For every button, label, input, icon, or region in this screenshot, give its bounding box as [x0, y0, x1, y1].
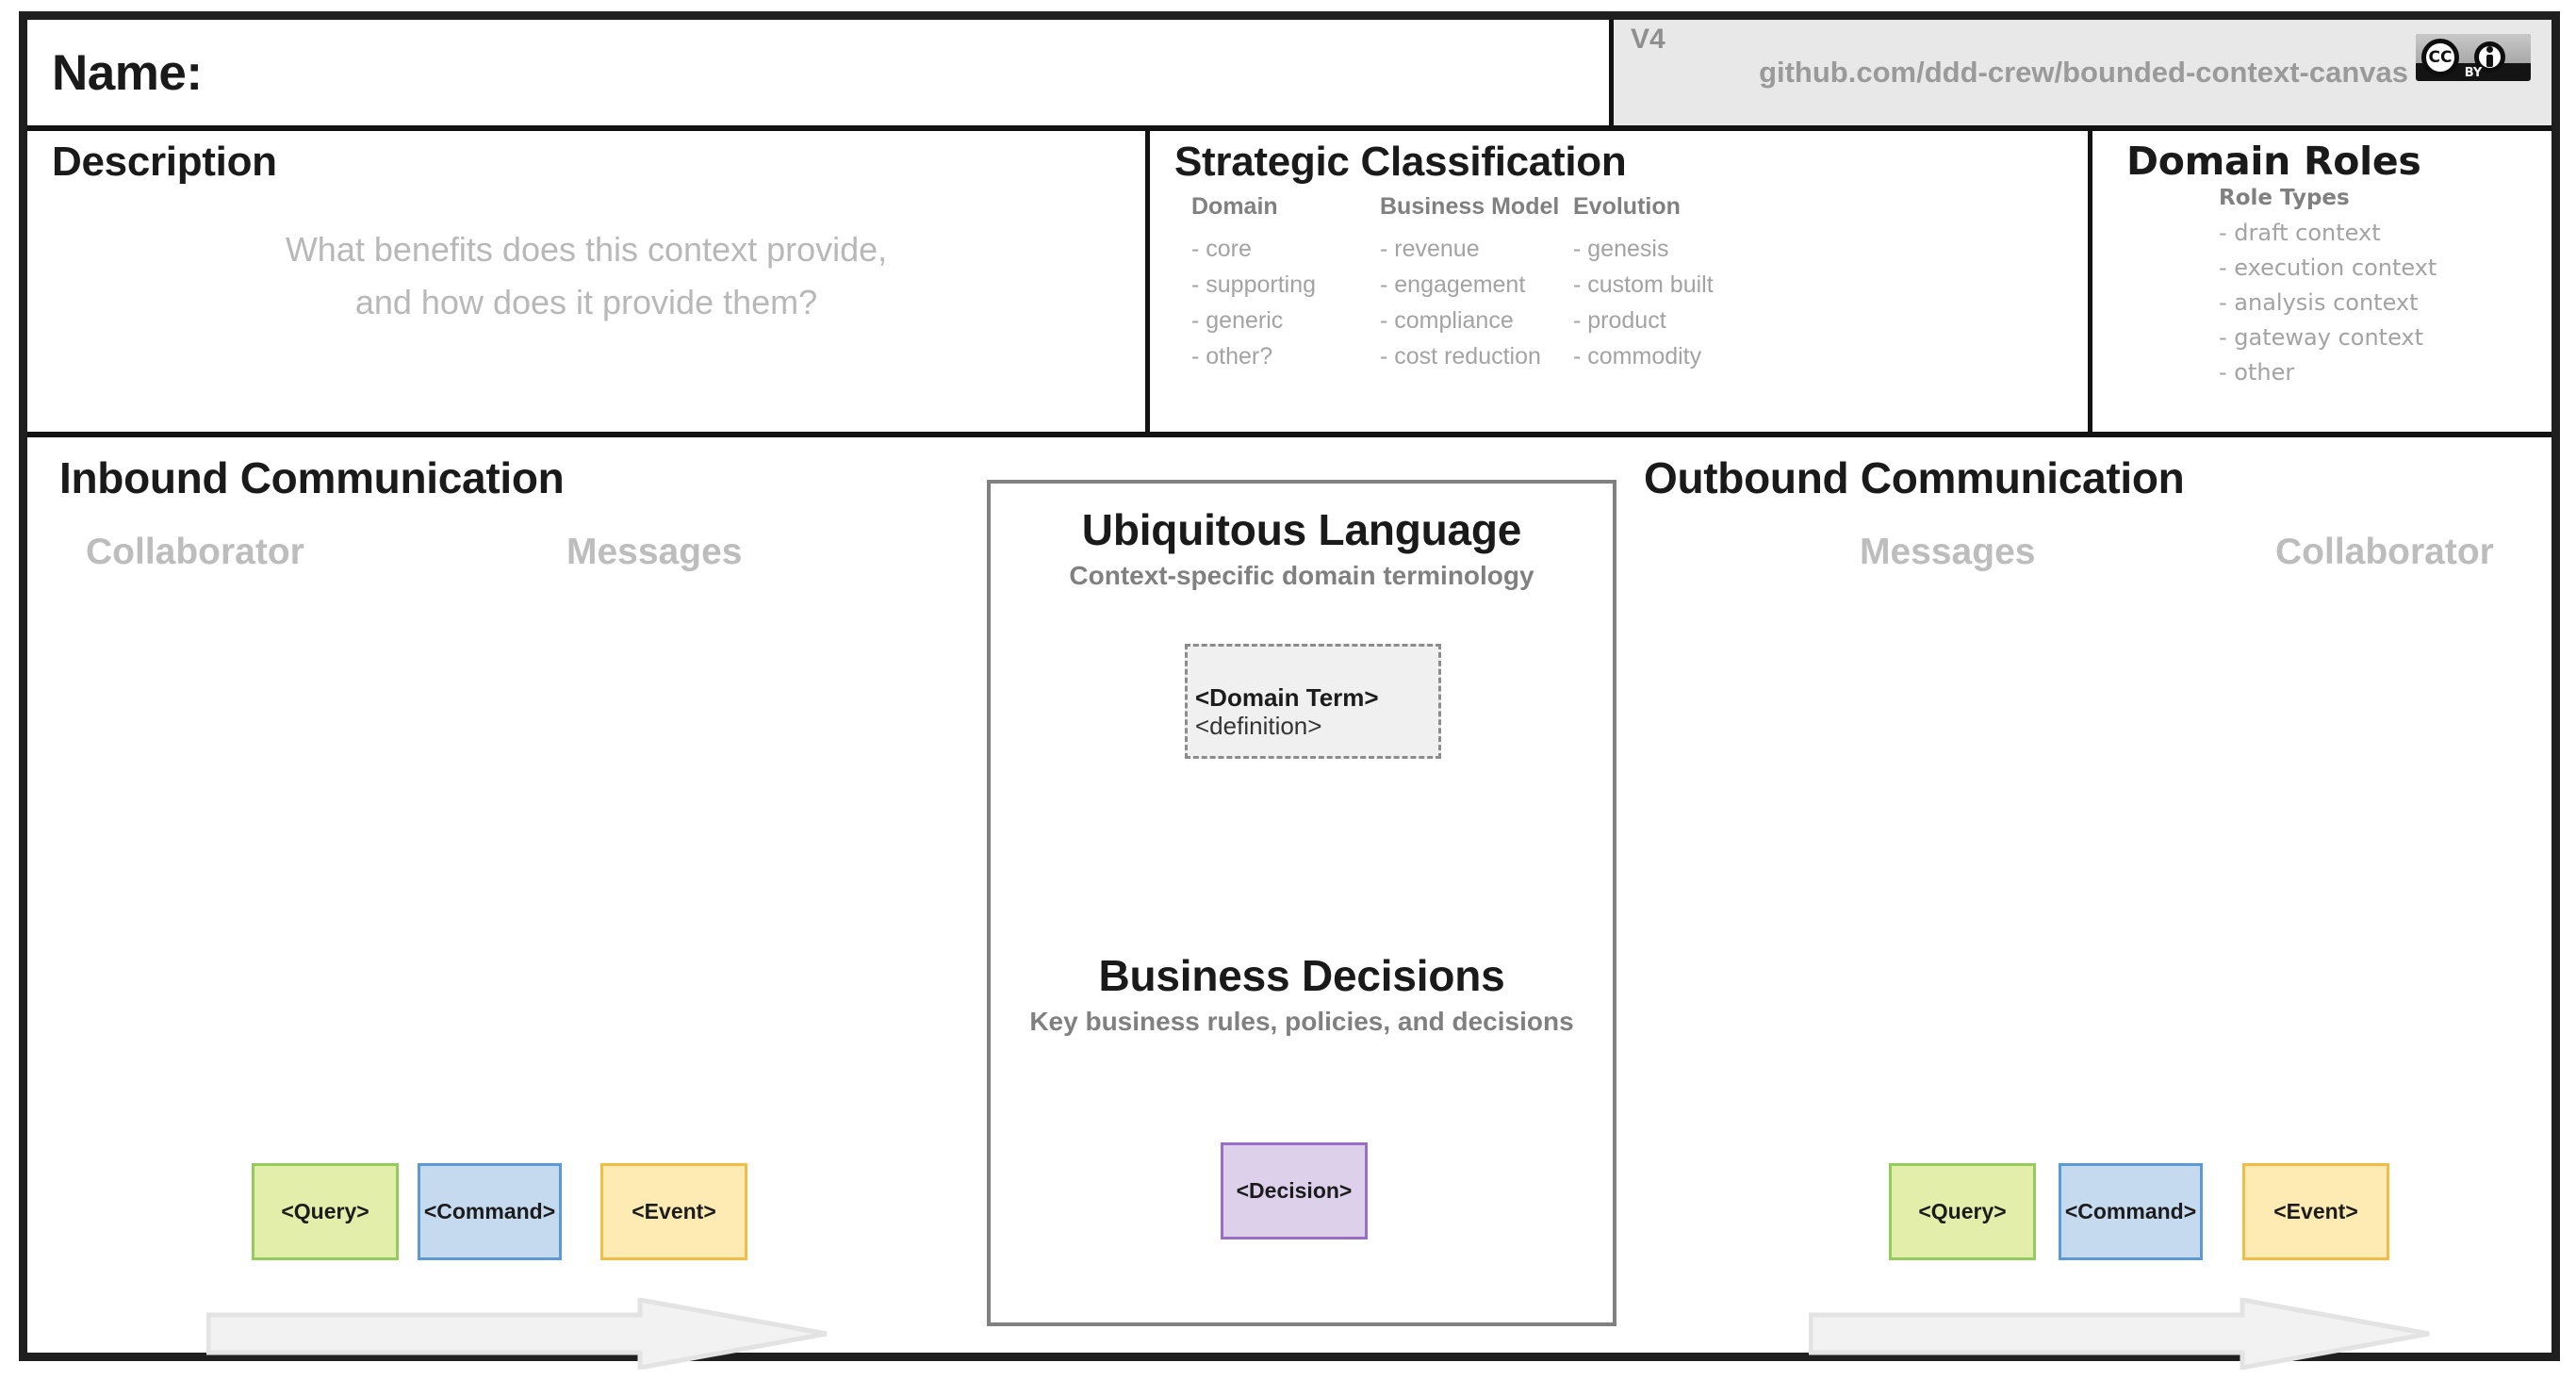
domain-heading: Domain [1191, 193, 1278, 220]
strategic-classification-section: Strategic Classification Domain - core -… [1150, 131, 2092, 432]
outbound-command-chip[interactable]: <Command> [2059, 1163, 2203, 1260]
version-label: V4 [1631, 24, 1665, 55]
role-option-gateway-context[interactable]: - gateway context [2219, 324, 2424, 351]
inbound-flow-arrow-icon [206, 1298, 829, 1370]
domain-option-core[interactable]: - core [1191, 236, 1252, 262]
outbound-collaborator-heading: Collaborator [2275, 532, 2494, 572]
inbound-command-chip[interactable]: <Command> [418, 1163, 562, 1260]
description-section[interactable]: Description What benefits does this cont… [27, 131, 1150, 432]
ubiquitous-language-title: Ubiquitous Language [1081, 505, 1522, 554]
creative-commons-by-icon[interactable]: CC BY [2416, 34, 2531, 81]
domain-roles-section: Domain Roles Role Types - draft context … [2092, 131, 2551, 432]
role-option-execution-context[interactable]: - execution context [2219, 254, 2437, 281]
business-model-option-revenue[interactable]: - revenue [1380, 236, 1480, 262]
evolution-option-commodity[interactable]: - commodity [1573, 343, 1702, 369]
name-row: Name: V4 github.com/ddd-crew/bounded-con… [27, 20, 2551, 131]
description-title: Description [52, 139, 277, 185]
description-placeholder-line-2: and how does it provide them? [354, 283, 818, 321]
business-decisions-title: Business Decisions [1098, 951, 1505, 1000]
strategic-column-domain: Domain - core - supporting - generic - o… [1191, 193, 1380, 374]
center-panel: Ubiquitous Language Context-specific dom… [987, 480, 1616, 1326]
communication-row: Inbound Communication Collaborator Messa… [27, 443, 2551, 1370]
evolution-option-genesis[interactable]: - genesis [1573, 236, 1669, 262]
role-types-heading: Role Types [2219, 186, 2350, 210]
decision-chip[interactable]: <Decision> [1221, 1142, 1368, 1239]
meta-cell: V4 github.com/ddd-crew/bounded-context-c… [1614, 20, 2551, 125]
role-types-list: Role Types - draft context - execution c… [2092, 186, 2551, 390]
evolution-option-custom-built[interactable]: - custom built [1573, 271, 1714, 298]
description-placeholder-line-1: What benefits does this context provide, [285, 230, 888, 269]
outbound-flow-arrow-icon [1809, 1298, 2431, 1370]
person-head-icon [2486, 46, 2493, 53]
evolution-option-product[interactable]: - product [1573, 307, 1666, 334]
inbound-collaborator-heading: Collaborator [86, 532, 304, 572]
description-placeholder: What benefits does this context provide,… [27, 223, 1145, 329]
business-model-option-cost-reduction[interactable]: - cost reduction [1380, 343, 1541, 369]
cc-by-label: BY [2464, 66, 2483, 80]
strategic-classification-title: Strategic Classification [1174, 139, 1627, 185]
outbound-communication-title: Outbound Communication [1644, 453, 2185, 502]
domain-term-definition: <definition> [1195, 712, 1322, 740]
person-body-icon [2486, 55, 2493, 67]
strategic-column-evolution: Evolution - genesis - custom built - pro… [1573, 193, 1762, 374]
bounded-context-canvas: Name: V4 github.com/ddd-crew/bounded-con… [19, 11, 2560, 1370]
business-model-option-compliance[interactable]: - compliance [1380, 307, 1514, 334]
domain-term-card[interactable]: <Domain Term> <definition> [1185, 644, 1441, 759]
inbound-messages-heading: Messages [566, 532, 743, 572]
role-option-other[interactable]: - other [2219, 359, 2295, 386]
classification-row: Description What benefits does this cont… [27, 131, 2551, 437]
ubiquitous-language-subtitle: Context-specific domain terminology [1069, 561, 1534, 590]
domain-option-supporting[interactable]: - supporting [1191, 271, 1317, 298]
strategic-columns: Domain - core - supporting - generic - o… [1150, 193, 2088, 374]
domain-roles-title: Domain Roles [2126, 139, 2421, 184]
domain-term-name: <Domain Term> [1195, 683, 1379, 712]
business-decisions-subtitle: Key business rules, policies, and decisi… [1029, 1007, 1574, 1036]
cc-circle-icon [2421, 39, 2459, 76]
business-model-option-engagement[interactable]: - engagement [1380, 271, 1526, 298]
domain-option-other[interactable]: - other? [1191, 343, 1273, 369]
cc-letters: CC [2428, 48, 2453, 67]
outbound-event-chip[interactable]: <Event> [2242, 1163, 2389, 1260]
inbound-communication-title: Inbound Communication [59, 453, 565, 502]
role-option-draft-context[interactable]: - draft context [2219, 220, 2381, 246]
evolution-heading: Evolution [1573, 193, 1681, 220]
outbound-query-chip[interactable]: <Query> [1889, 1163, 2036, 1260]
business-model-heading: Business Model [1380, 193, 1560, 220]
role-option-analysis-context[interactable]: - analysis context [2219, 289, 2419, 316]
name-label: Name: [52, 44, 203, 101]
strategic-column-business-model: Business Model - revenue - engagement - … [1380, 193, 1573, 374]
inbound-event-chip[interactable]: <Event> [600, 1163, 747, 1260]
outbound-messages-heading: Messages [1860, 532, 2036, 572]
repository-url[interactable]: github.com/ddd-crew/bounded-context-canv… [1759, 56, 2408, 89]
inbound-query-chip[interactable]: <Query> [252, 1163, 399, 1260]
business-decisions-block: Business Decisions Key business rules, p… [991, 950, 1613, 1037]
name-cell[interactable]: Name: [27, 20, 1614, 125]
domain-option-generic[interactable]: - generic [1191, 307, 1284, 334]
